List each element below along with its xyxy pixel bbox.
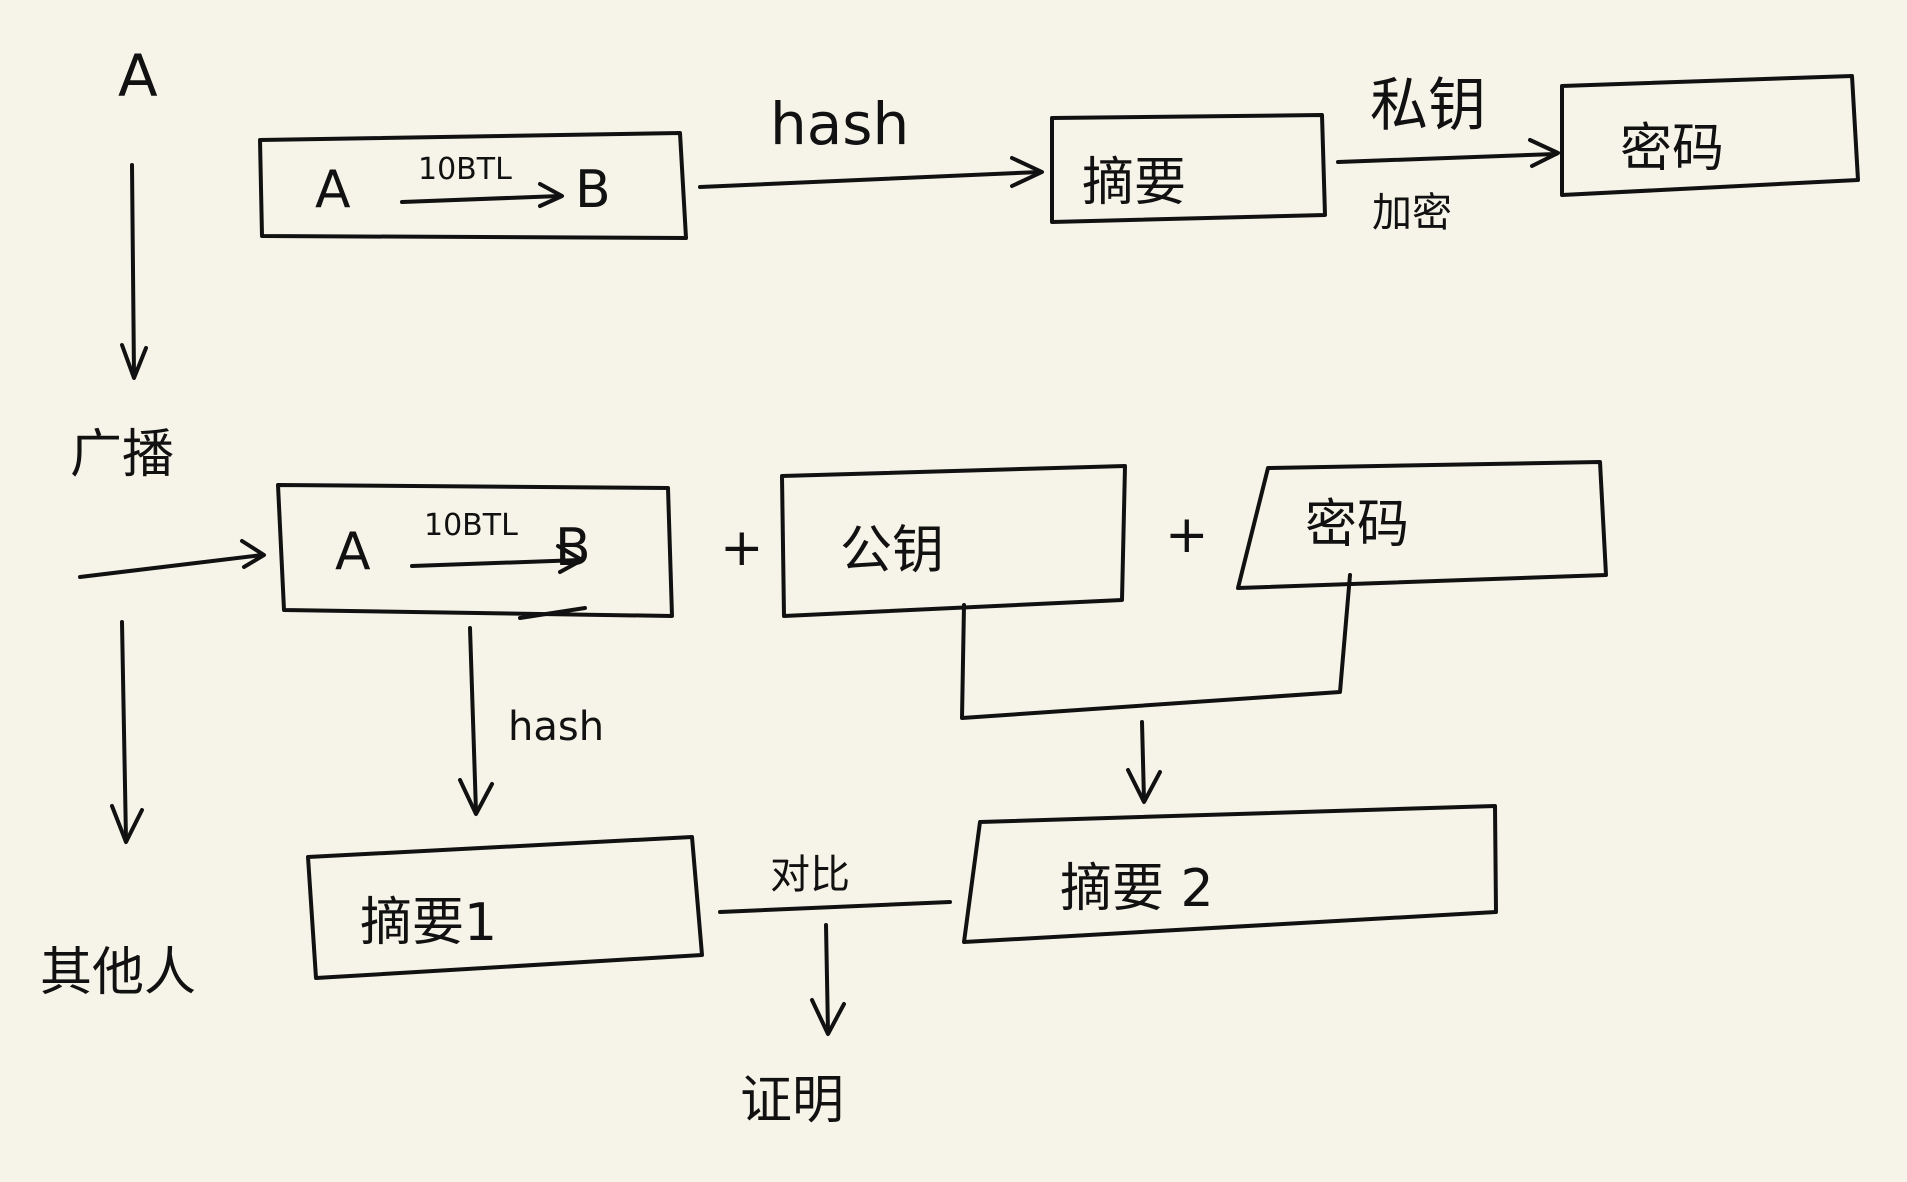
plus-1: + — [720, 518, 764, 578]
tx-to-row1: B — [575, 160, 611, 220]
label-private-key: 私钥 — [1370, 71, 1487, 139]
tx-from-row2: A — [335, 522, 371, 582]
box-digest-row1 — [1050, 113, 1327, 224]
tx-arrowhead-row2 — [556, 544, 584, 574]
cipher-row1: 密码 — [1620, 119, 1725, 179]
tx-to-row2: B — [555, 518, 591, 578]
digest-row1: 摘要 — [1082, 153, 1187, 213]
arrowhead-a-to-broadcast — [120, 343, 148, 380]
pubkey: 公钥 — [840, 521, 945, 581]
arrow-encrypt — [1336, 152, 1558, 164]
arrowhead-proof — [810, 998, 846, 1036]
label-encrypt: 加密 — [1372, 190, 1452, 236]
label-compare: 对比 — [770, 852, 850, 898]
tx-arrow-row1 — [400, 194, 562, 204]
compare-line — [718, 900, 952, 914]
tx-underline-row2 — [518, 606, 587, 620]
label-others: 其他人 — [40, 943, 197, 1003]
tx-arrowhead-row1 — [538, 182, 564, 208]
arrowhead-hash-row2 — [458, 778, 494, 816]
tx-amount-row1: 10BTL — [418, 152, 512, 187]
bracket-join — [960, 573, 1352, 720]
tx-arrow-row2 — [410, 558, 582, 568]
arrow-hash-row1 — [698, 170, 1042, 189]
box-tx-row1 — [258, 131, 688, 240]
digest1: 摘要1 — [360, 893, 498, 953]
box-pubkey — [780, 464, 1127, 618]
arrowhead-to-others — [110, 804, 144, 844]
arrowhead-broadcast-in — [240, 539, 266, 569]
arrow-to-others — [120, 620, 128, 842]
arrow-proof — [824, 923, 830, 1034]
plus-2: + — [1165, 505, 1209, 565]
arrow-broadcast-in — [78, 553, 264, 579]
box-cipher-row1 — [1560, 74, 1860, 197]
box-cipher-row2 — [1236, 460, 1608, 590]
tx-from-row1: A — [315, 160, 351, 220]
arrow-hash-row2 — [468, 626, 478, 814]
label-broadcast: 广播 — [70, 425, 175, 485]
label-proof: 证明 — [740, 1071, 845, 1131]
box-digest1 — [306, 835, 704, 980]
box-digest2 — [962, 804, 1498, 944]
arrow-a-to-broadcast — [130, 163, 136, 377]
arrowhead-join-down — [1126, 768, 1162, 804]
digest2: 摘要 2 — [1060, 859, 1214, 919]
arrowhead-encrypt — [1528, 138, 1560, 168]
cipher-row2: 密码 — [1305, 495, 1410, 555]
box-tx-row2 — [276, 483, 674, 618]
arrow-join-down — [1140, 720, 1146, 802]
label-hash-row2: hash — [508, 704, 605, 750]
arrowhead-hash-row1 — [1010, 156, 1044, 188]
label-hash-row1: hash — [770, 90, 910, 158]
label-origin-a: A — [118, 42, 158, 110]
tx-amount-row2: 10BTL — [424, 508, 518, 543]
